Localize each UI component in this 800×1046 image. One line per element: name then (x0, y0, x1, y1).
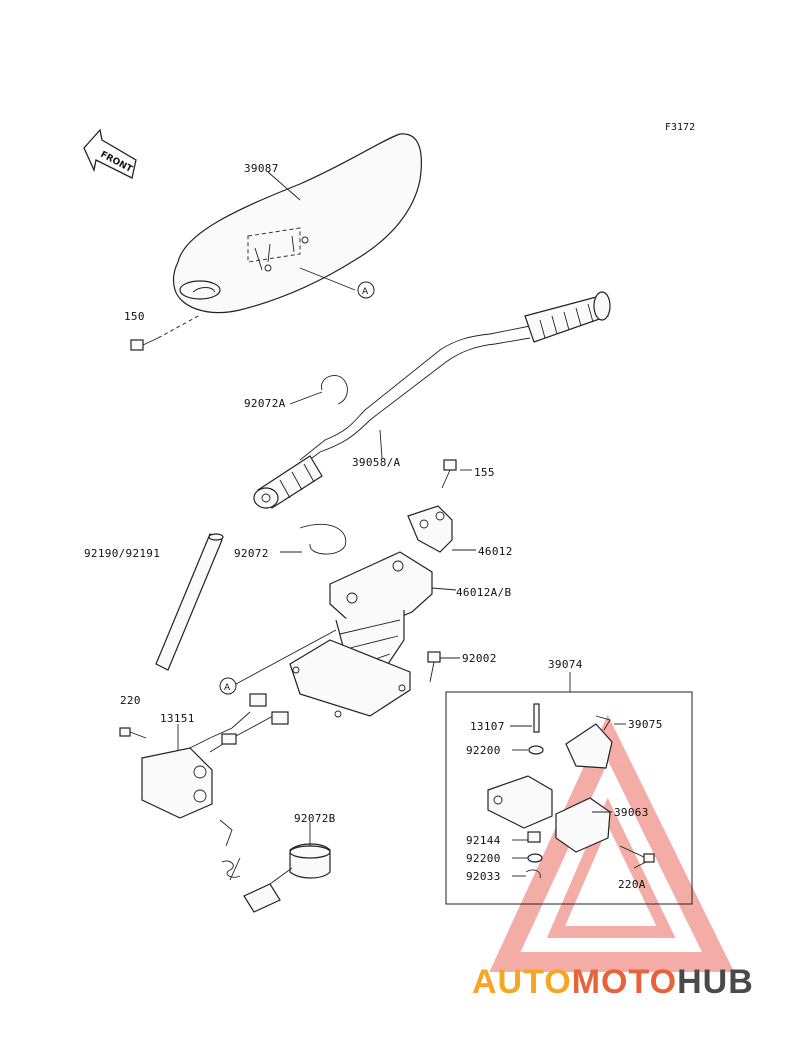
svg-text:A: A (362, 287, 369, 297)
watermark-triangle (489, 714, 735, 972)
handlebar-part (253, 291, 611, 509)
label-39063: 39063 (614, 806, 649, 819)
label-92200-upper: 92200 (466, 744, 501, 757)
label-39074: 39074 (548, 658, 583, 671)
bolt-92002-part (427, 651, 441, 683)
lever-39075-part (565, 715, 613, 769)
clip-92072a-part (321, 375, 348, 405)
ref-marker-a-top: A (357, 281, 375, 299)
watermark-part2: MOTO (572, 963, 677, 1001)
washer-92200-lower-part (527, 853, 543, 863)
cable-92072b-part (219, 819, 331, 913)
label-92033: 92033 (466, 870, 501, 883)
label-46012: 46012 (478, 545, 513, 558)
clamp-band-92072-part (299, 523, 347, 555)
pole-bracket-part (289, 551, 433, 718)
screw-220-part (119, 727, 147, 739)
cover-39063-part (555, 797, 611, 853)
label-92200-lower: 92200 (466, 852, 501, 865)
label-92190-92191: 92190/92191 (84, 547, 160, 560)
switch-13151-part (141, 693, 289, 819)
label-92072b: 92072B (294, 812, 336, 825)
label-46012ab: 46012A/B (456, 586, 511, 599)
svg-text:A: A (224, 683, 231, 693)
watermark-text: AUTOMOTOHUB (472, 963, 754, 1001)
label-155: 155 (474, 466, 495, 479)
watermark-part1: AUTO (472, 963, 572, 1001)
collar-92144-part (527, 831, 541, 843)
label-92002: 92002 (462, 652, 497, 665)
bolt-155-part (441, 459, 457, 489)
holder-part (487, 775, 553, 829)
watermark-part3: HUB (677, 963, 754, 1001)
clamp-46012-part (407, 505, 453, 553)
label-13151: 13151 (160, 712, 195, 725)
screw-220a-part (619, 845, 655, 863)
label-150: 150 (124, 310, 145, 323)
washer-92200-upper-part (528, 745, 544, 755)
label-92072: 92072 (234, 547, 269, 560)
figure-id: F3172 (665, 122, 695, 133)
leader-lines (177, 171, 647, 877)
front-arrow-icon: FRONT (83, 128, 137, 179)
label-92144: 92144 (466, 834, 501, 847)
left-grip-part (253, 455, 323, 509)
clip-92033-part (525, 869, 541, 879)
label-220a: 220A (618, 878, 646, 891)
assembly-box-39074 (445, 691, 693, 905)
label-13107: 13107 (470, 720, 505, 733)
label-39087: 39087 (244, 162, 279, 175)
bolt-150-part (130, 314, 201, 351)
tube-92190-part (155, 533, 224, 671)
ref-marker-a-bottom: A (219, 677, 237, 695)
pin-13107-part (510, 703, 540, 733)
label-220: 220 (120, 694, 141, 707)
right-grip-part (524, 291, 611, 343)
label-92072a: 92072A (244, 397, 286, 410)
label-39058a: 39058/A (352, 456, 401, 469)
label-39075: 39075 (628, 718, 663, 731)
handle-pad-part (172, 133, 422, 314)
